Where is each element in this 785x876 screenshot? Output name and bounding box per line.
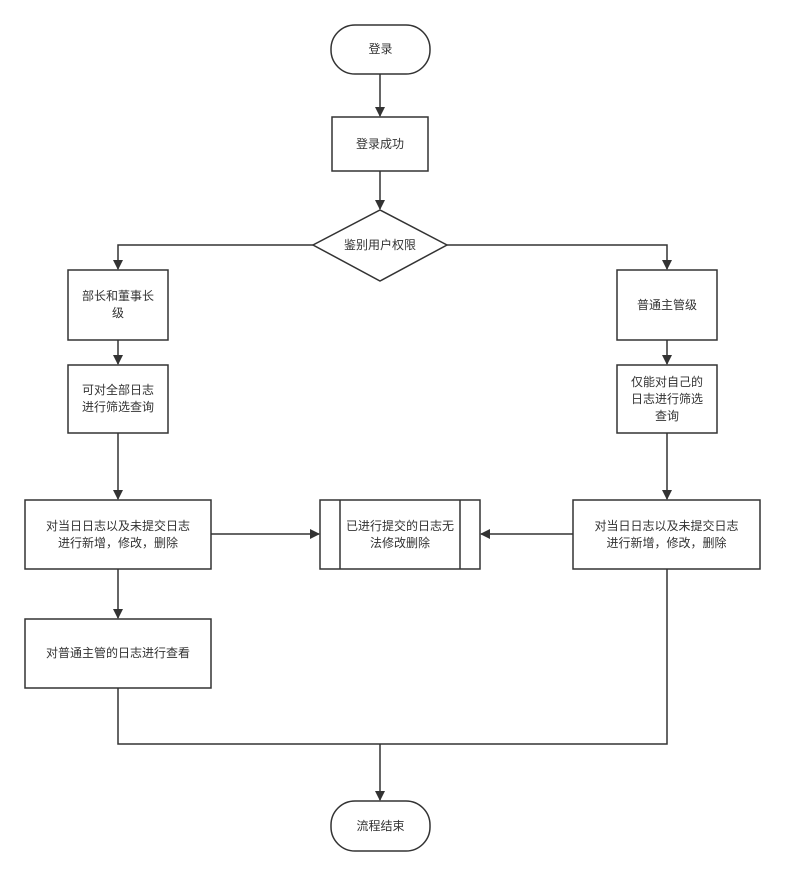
edit-logs-left-box bbox=[24, 499, 212, 570]
check-permission-label: 鉴别用户权限 bbox=[343, 238, 416, 252]
view-supervisor-logs-label: 对普通主管的日志进行查看 bbox=[45, 646, 190, 660]
query-own-logs-label: 仅能对自己的 日志进行筛选 查询 bbox=[630, 374, 703, 423]
end-label: 流程结束 bbox=[356, 818, 405, 833]
query-all-logs-box bbox=[67, 364, 169, 434]
edge-view-to-merge bbox=[117, 569, 668, 745]
director-level-label: 部长和董事长 级 bbox=[81, 289, 154, 320]
submitted-locked-box bbox=[319, 499, 481, 570]
edit-logs-left-label: 对当日日志以及未提交日志 进行新增，修改，删除 bbox=[45, 518, 190, 550]
supervisor-level-box bbox=[616, 269, 718, 341]
login-success-label: 登录成功 bbox=[355, 136, 404, 151]
login-success-box bbox=[331, 116, 429, 172]
query-own-logs-box bbox=[616, 364, 718, 434]
edit-logs-right-label: 对当日日志以及未提交日志 进行新增，修改，删除 bbox=[594, 518, 739, 550]
end-terminal bbox=[330, 800, 431, 852]
query-all-logs-label: 可对全部日志 进行筛选查询 bbox=[81, 383, 154, 414]
edge-check-to-director bbox=[113, 244, 313, 270]
edge-check-to-supervisor bbox=[447, 244, 672, 270]
submitted-locked-label: 已进行提交的日志无 法修改删除 bbox=[345, 518, 454, 550]
start-label: 登录 bbox=[368, 42, 393, 56]
edit-logs-right-box bbox=[572, 499, 761, 570]
check-permission-diamond bbox=[311, 209, 449, 282]
supervisor-level-label: 普通主管级 bbox=[636, 297, 697, 312]
